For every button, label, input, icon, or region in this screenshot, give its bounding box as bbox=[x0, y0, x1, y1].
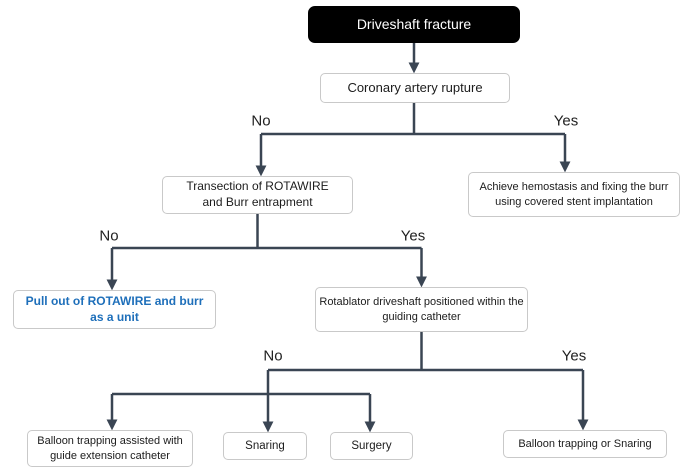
node-label: Coronary artery rupture bbox=[347, 79, 483, 95]
node-label: Snaring bbox=[245, 439, 285, 452]
node-pull-out-rotawire-burr: Pull out of ROTAWIRE and burr as a unit bbox=[13, 290, 216, 329]
node-label: Pull out of ROTAWIRE and burr as a unit bbox=[25, 293, 204, 324]
node-achieve-hemostasis: Achieve hemostasis and fixing the burr u… bbox=[468, 172, 680, 217]
node-label: Balloon trapping assisted with guide ext… bbox=[37, 435, 183, 462]
node-coronary-artery-rupture: Coronary artery rupture bbox=[320, 73, 510, 103]
node-label: Rotablator driveshaft positioned within … bbox=[319, 296, 524, 323]
edge-label-no-level3: No bbox=[263, 347, 283, 365]
node-driveshaft-fracture: Driveshaft fracture bbox=[308, 6, 520, 43]
node-snaring: Snaring bbox=[223, 432, 307, 460]
node-balloon-trapping-guide-extension: Balloon trapping assisted with guide ext… bbox=[27, 430, 193, 467]
node-surgery: Surgery bbox=[330, 432, 413, 460]
node-label: Transection of ROTAWIRE and Burr entrapm… bbox=[186, 179, 329, 209]
node-label: Driveshaft fracture bbox=[356, 16, 472, 33]
node-label: Achieve hemostasis and fixing the burr u… bbox=[479, 181, 669, 208]
edge-label-no-level1: No bbox=[251, 112, 271, 130]
node-transection-burr-entrapment: Transection of ROTAWIRE and Burr entrapm… bbox=[162, 176, 353, 214]
node-label: Balloon trapping or Snaring bbox=[518, 437, 652, 450]
edge-label-no-level2: No bbox=[99, 227, 119, 245]
edge-label-yes-level2: Yes bbox=[400, 227, 426, 245]
node-rotablator-driveshaft-position: Rotablator driveshaft positioned within … bbox=[315, 287, 528, 332]
edge-label-yes-level3: Yes bbox=[561, 347, 587, 365]
edge-label-yes-level1: Yes bbox=[553, 112, 579, 130]
node-balloon-trapping-or-snaring: Balloon trapping or Snaring bbox=[503, 430, 667, 458]
node-label: Surgery bbox=[351, 439, 392, 452]
